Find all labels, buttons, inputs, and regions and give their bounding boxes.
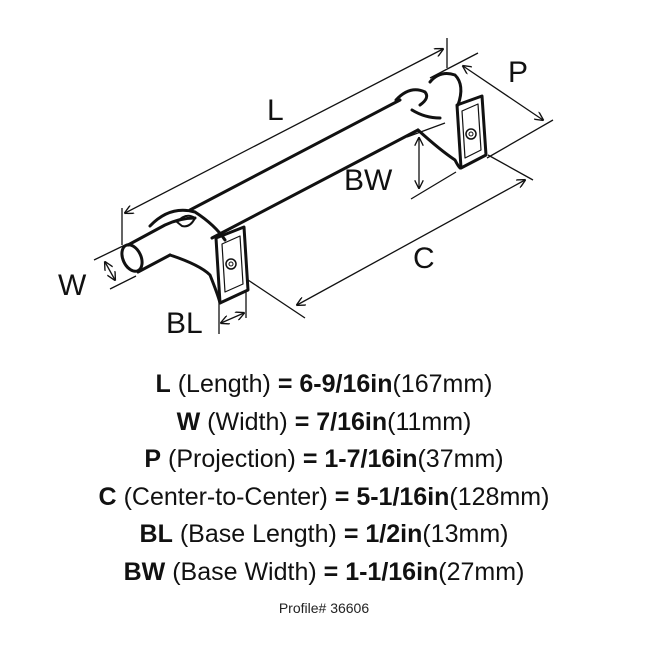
dimension-label-bl: BL: [166, 307, 203, 340]
dimension-label-bw: BW: [344, 164, 393, 197]
spec-row-length: L (Length) = 6-9/16in(167mm): [155, 370, 493, 398]
spec-row-projection: P (Projection) = 1-7/16in(37mm): [144, 445, 504, 473]
spec-row-width: W (Width) = 7/16in(11mm): [176, 407, 472, 436]
spec-row-center-to-center: C (Center-to-Center) = 5-1/16in(128mm): [98, 482, 550, 511]
profile-number: Profile# 36606: [278, 600, 370, 616]
dimension-label-l: L: [267, 94, 284, 127]
dimension-lines: [93, 38, 554, 334]
dimension-label-w: W: [58, 269, 87, 302]
dimension-label-p: P: [508, 56, 529, 89]
pull-handle-dimension-drawing: [93, 38, 554, 334]
spec-row-base-width: BW (Base Width) = 1-1/16in(27mm): [123, 557, 525, 586]
dimension-label-c: C: [413, 242, 435, 275]
dimension-specs: L (Length) = 6-9/16in(167mm) W (Width) =…: [0, 366, 648, 591]
spec-row-base-length: BL (Base Length) = 1/2in(13mm): [139, 520, 509, 548]
